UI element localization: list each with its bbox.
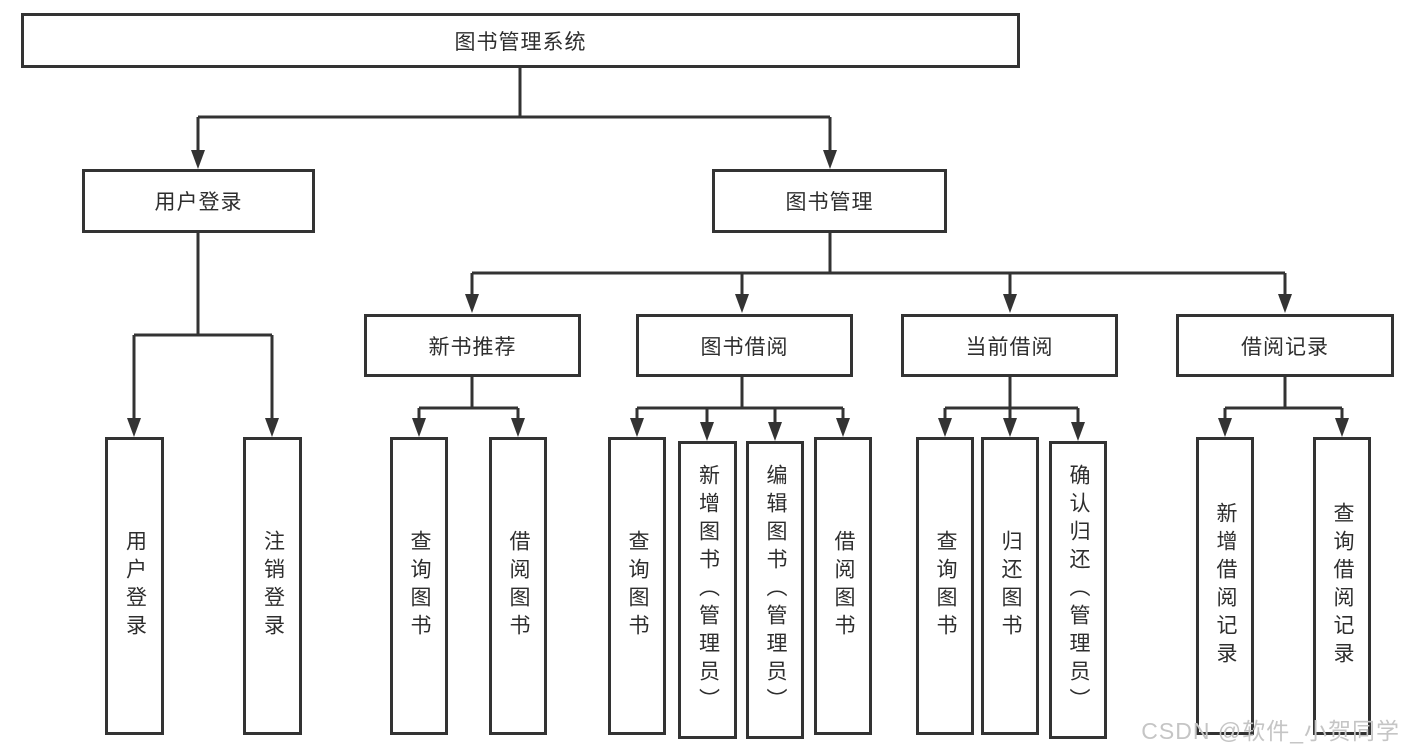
node-current-borrowing: 当前借阅 <box>901 314 1118 377</box>
arrowhead <box>1278 294 1292 313</box>
arrowhead <box>735 294 749 313</box>
csdn-watermark: CSDN @软件_小贺同学 <box>1141 718 1400 744</box>
arrowhead <box>465 294 479 313</box>
leaf-edit-books-admin: 编辑图书（管理员） <box>746 441 804 739</box>
node-borrowing-records: 借阅记录 <box>1176 314 1394 377</box>
node-library-system: 图书管理系统 <box>21 13 1020 68</box>
arrowhead <box>127 418 141 437</box>
arrowhead <box>412 418 426 437</box>
leaf-query-books-current: 查询图书 <box>916 437 974 735</box>
leaf-query-books-borrowing: 查询图书 <box>608 437 666 735</box>
arrowhead <box>1003 418 1017 437</box>
arrowhead <box>1218 418 1232 437</box>
leaf-add-books-admin: 新增图书（管理员） <box>678 441 737 739</box>
arrowhead <box>700 422 714 441</box>
leaf-user-login: 用户登录 <box>105 437 164 735</box>
leaf-query-books-recommend: 查询图书 <box>390 437 448 735</box>
arrowhead <box>511 418 525 437</box>
arrowhead <box>836 418 850 437</box>
leaf-borrow-books-borrowing: 借阅图书 <box>814 437 872 735</box>
leaf-borrow-books-recommend: 借阅图书 <box>489 437 547 735</box>
leaf-confirm-return-admin: 确认归还（管理员） <box>1049 441 1107 739</box>
arrowhead <box>191 150 205 169</box>
leaf-add-borrow-record: 新增借阅记录 <box>1196 437 1254 735</box>
arrowhead <box>938 418 952 437</box>
node-user-login: 用户登录 <box>82 169 315 233</box>
arrowhead <box>265 418 279 437</box>
arrowhead <box>768 422 782 441</box>
arrowhead <box>1071 422 1085 441</box>
arrowhead <box>1003 294 1017 313</box>
node-new-book-recommendation: 新书推荐 <box>364 314 581 377</box>
node-book-borrowing: 图书借阅 <box>636 314 853 377</box>
leaf-return-books: 归还图书 <box>981 437 1039 735</box>
leaf-logout: 注销登录 <box>243 437 302 735</box>
arrowhead <box>630 418 644 437</box>
arrowhead <box>1335 418 1349 437</box>
node-book-management: 图书管理 <box>712 169 947 233</box>
leaf-query-borrow-record: 查询借阅记录 <box>1313 437 1371 735</box>
arrowhead <box>823 150 837 169</box>
